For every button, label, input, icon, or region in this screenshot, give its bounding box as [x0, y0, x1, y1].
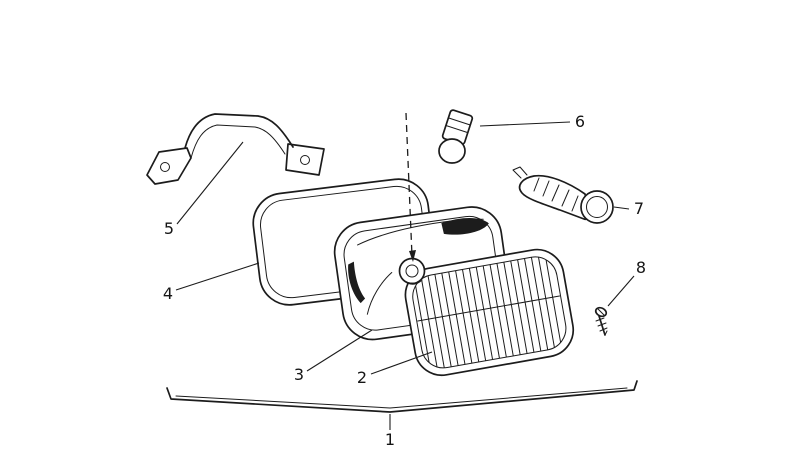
leader-line-5 — [176, 141, 244, 225]
bulb-base-thread-2 — [445, 125, 469, 134]
bottom-bracket-outline — [166, 380, 638, 413]
leader-line-2 — [370, 351, 433, 375]
housing-face-crease — [366, 271, 393, 315]
callout-leader-lines — [175, 121, 635, 375]
bulb-base-thread-1 — [447, 117, 471, 126]
leader-line-3 — [306, 329, 373, 372]
bulb-part-6 — [438, 109, 474, 164]
assembly-axis — [405, 112, 416, 262]
bracket-bridge-inner — [190, 124, 286, 159]
socket-cap-outer — [580, 190, 614, 224]
screw-threads — [595, 317, 608, 336]
lens-ribs — [413, 253, 564, 372]
socket-boot — [518, 174, 591, 221]
lens-part-2 — [404, 248, 575, 377]
bulb-socket-hole — [398, 257, 426, 285]
leader-line-4 — [175, 262, 260, 291]
socket-boot-ribs — [533, 177, 579, 212]
screw-slot — [597, 308, 605, 316]
bulb-glass — [438, 138, 466, 164]
callout-label-5: 5 — [164, 219, 174, 238]
bulb-hole-inner — [405, 264, 419, 278]
bottom-bracket-inner-line — [175, 387, 628, 409]
bracket-right-ear — [285, 143, 325, 176]
callout-label-2: 2 — [357, 368, 367, 387]
lens-flange-edge — [412, 256, 567, 369]
socket-wire-tip — [512, 166, 528, 179]
assembly-axis-arrowhead — [409, 250, 416, 262]
leader-line-8 — [607, 275, 635, 307]
mounting-bracket-part-5 — [146, 113, 325, 185]
callout-labels: 1 2 3 4 5 6 7 8 — [163, 112, 646, 449]
socket-cap-inner — [586, 196, 608, 218]
bracket-left-hole — [160, 162, 170, 172]
bulb-socket-part-7 — [512, 166, 614, 224]
support-bracket-part-1 — [166, 380, 638, 430]
bracket-right-hole — [300, 155, 310, 165]
leader-line-6 — [479, 121, 571, 127]
callout-label-4: 4 — [163, 284, 173, 303]
lens-mid-line — [417, 295, 561, 322]
callout-label-8: 8 — [636, 258, 646, 277]
bulb-hole-shadow — [402, 279, 423, 285]
screw-part-8 — [594, 306, 608, 336]
callout-label-7: 7 — [634, 199, 644, 218]
bulb-hole-outer — [398, 257, 426, 285]
callout-label-1: 1 — [385, 430, 395, 449]
callout-label-3: 3 — [294, 365, 304, 384]
callout-label-6: 6 — [575, 112, 585, 131]
bracket-bridge-outer — [184, 113, 294, 149]
housing-shadow-top-right — [441, 218, 489, 235]
leader-line-7 — [613, 206, 630, 210]
housing-shadow-left — [348, 261, 366, 304]
